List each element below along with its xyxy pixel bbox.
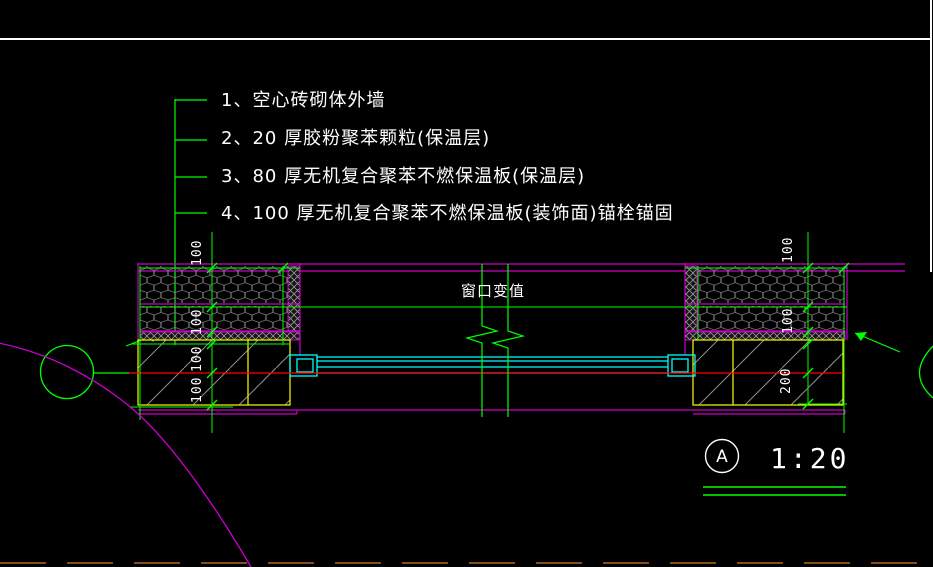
break-line-right <box>490 264 526 417</box>
left-bottom-crosshatch-strip <box>139 331 301 341</box>
dim-left-sill-lower: 100 <box>190 377 205 403</box>
material-note-1[interactable]: 1、空心砖砌体外墙 <box>221 90 386 111</box>
detail-bubble[interactable]: A <box>703 438 846 496</box>
window-jamb-left-inner <box>296 358 314 373</box>
right-wall-section[interactable] <box>684 263 848 406</box>
dim-left-sill-upper: 100 <box>190 346 205 372</box>
dim-left-above: 100 <box>190 240 205 266</box>
dim-ticks <box>206 262 850 411</box>
detail-letter: A <box>716 447 728 467</box>
right-edge-arc[interactable] <box>919 345 933 399</box>
left-insulation-hatch-lower <box>140 306 288 330</box>
left-face-crosshatch-strip <box>287 265 301 340</box>
right-wall-outline <box>684 263 848 355</box>
right-face-crosshatch-strip <box>684 265 698 340</box>
material-note-2[interactable]: 2、20 厚胶粉聚苯颗粒(保温层) <box>221 128 491 149</box>
dimension-lines[interactable] <box>130 232 850 433</box>
material-note-4[interactable]: 4、100 厚无机复合聚苯不燃保温板(装饰面)锚栓锚固 <box>221 203 674 224</box>
window-jamb-right <box>667 354 696 377</box>
left-wall-section[interactable] <box>137 263 301 406</box>
window-opening-label[interactable]: 窗口变值 <box>461 282 526 300</box>
break-line-left <box>464 264 500 417</box>
window-jamb-right-inner <box>671 358 689 373</box>
right-leader-arrow[interactable] <box>854 332 901 353</box>
dim-right-above: 100 <box>781 237 796 263</box>
material-note-3[interactable]: 3、80 厚无机复合聚苯不燃保温板(保温层) <box>221 166 586 187</box>
right-insulation-hatch-upper <box>697 266 845 303</box>
dim-left-wall: 100 <box>190 309 205 335</box>
right-insulation-hatch-lower <box>697 306 845 330</box>
dim-right-sill: 200 <box>779 368 794 394</box>
window-jamb-left <box>289 354 318 377</box>
dimension-texts[interactable]: 100 100 100 100 100 100 200 <box>190 237 796 403</box>
section-cut-curve[interactable] <box>0 342 252 567</box>
grid-axis-circle[interactable] <box>39 344 95 400</box>
left-insulation-hatch-upper <box>140 266 288 303</box>
dim-right-wall: 100 <box>781 308 796 334</box>
right-leader-arrowhead <box>855 332 867 341</box>
break-lines[interactable] <box>464 264 526 417</box>
viewport-border-lines <box>0 0 932 272</box>
left-wall-outline <box>137 263 301 355</box>
detail-bubble-circle <box>704 438 740 474</box>
right-bottom-crosshatch-strip <box>684 331 846 341</box>
detail-scale-text[interactable]: 1:20 <box>770 442 850 475</box>
